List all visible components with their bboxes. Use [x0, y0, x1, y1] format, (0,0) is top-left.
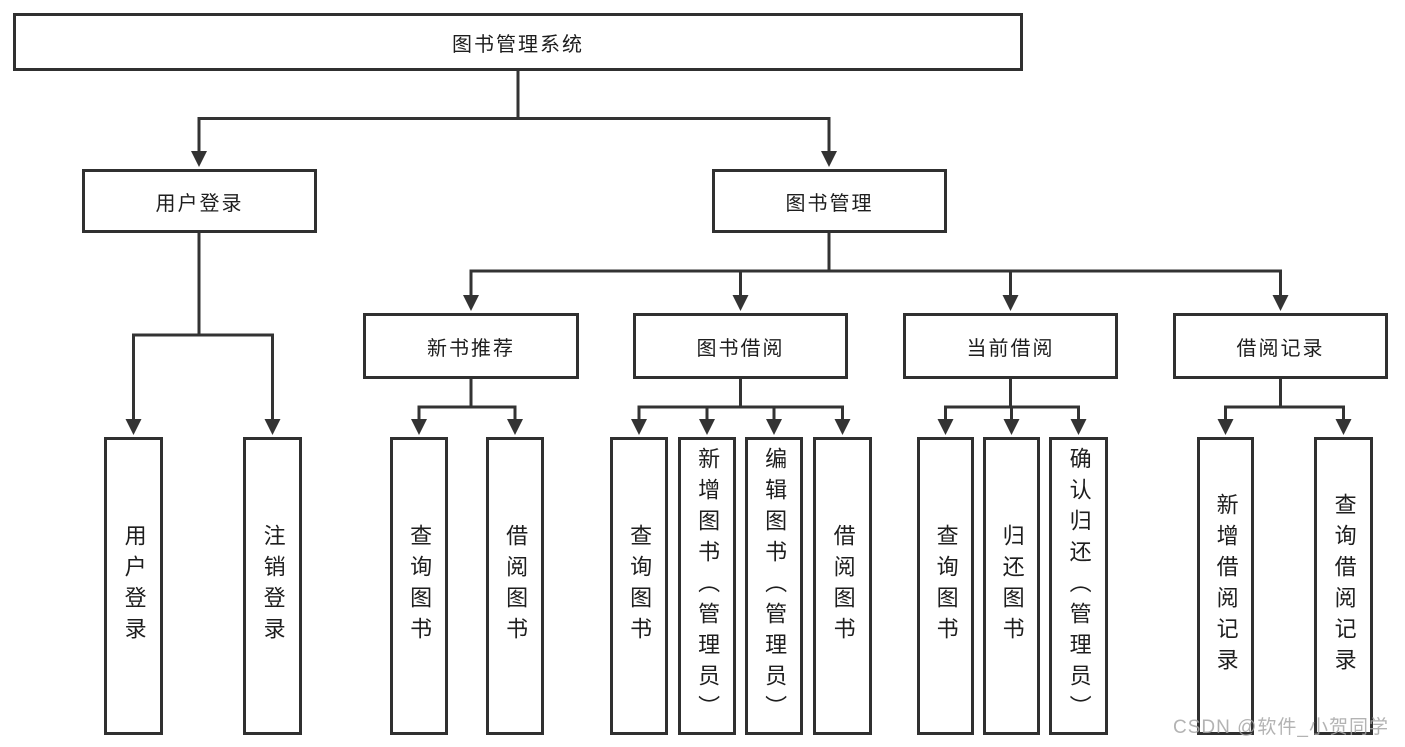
leaf-add-books-admin: 新增图书（管理员） — [678, 437, 736, 735]
connector-user-login-to-leaves — [125, 233, 281, 435]
leaf-borrow-books: 借阅图书 — [813, 437, 872, 735]
leaf-logout: 注销登录 — [243, 437, 302, 735]
connector-root-to-level2 — [191, 71, 837, 167]
connector-book-management-to-level3 — [463, 233, 1289, 311]
leaf-confirm-return-admin: 确认归还（管理员） — [1049, 437, 1108, 735]
leaf-query-borrow-record: 查询借阅记录 — [1314, 437, 1373, 735]
leaf-borrow-books-label: 借阅图书 — [830, 524, 856, 648]
leaf-query-books-recommend: 查询图书 — [390, 437, 448, 735]
leaf-logout-label: 注销登录 — [260, 524, 286, 648]
leaf-edit-books-admin: 编辑图书（管理员） — [745, 437, 803, 735]
leaf-borrow-books-recommend-label: 借阅图书 — [503, 524, 529, 648]
node-book-management: 图书管理 — [712, 169, 947, 233]
node-borrowing-records: 借阅记录 — [1173, 313, 1388, 379]
leaf-confirm-return-admin-label: 确认归还（管理员） — [1066, 446, 1092, 726]
leaf-query-books-current: 查询图书 — [917, 437, 974, 735]
connector-borrowing-records-to-leaves — [1217, 379, 1352, 435]
node-new-book-recommend-label: 新书推荐 — [427, 337, 515, 360]
leaf-borrow-books-recommend: 借阅图书 — [486, 437, 544, 735]
leaf-query-books-borrowing: 查询图书 — [610, 437, 668, 735]
node-user-login: 用户登录 — [82, 169, 317, 233]
connector-book-borrowing-to-leaves — [631, 379, 851, 435]
leaf-add-books-admin-label: 新增图书（管理员） — [695, 446, 721, 726]
node-book-management-label: 图书管理 — [785, 192, 874, 215]
leaf-user-login-label: 用户登录 — [121, 524, 147, 648]
leaf-query-books-borrowing-label: 查询图书 — [627, 524, 653, 648]
leaf-query-books-current-label: 查询图书 — [933, 524, 959, 648]
connector-new-book-to-leaves — [411, 379, 523, 435]
node-book-borrowing: 图书借阅 — [633, 313, 848, 379]
leaf-edit-books-admin-label: 编辑图书（管理员） — [762, 446, 788, 726]
leaf-query-books-recommend-label: 查询图书 — [407, 524, 433, 648]
node-root-system: 图书管理系统 — [13, 13, 1023, 71]
leaf-add-borrow-record: 新增借阅记录 — [1197, 437, 1254, 735]
node-borrowing-records-label: 借阅记录 — [1236, 337, 1325, 360]
leaf-add-borrow-record-label: 新增借阅记录 — [1213, 493, 1239, 679]
leaf-return-books: 归还图书 — [983, 437, 1040, 735]
node-current-borrowing: 当前借阅 — [903, 313, 1118, 379]
leaf-query-borrow-record-label: 查询借阅记录 — [1331, 493, 1357, 679]
node-user-login-label: 用户登录 — [155, 192, 244, 215]
node-root-system-label: 图书管理系统 — [452, 33, 584, 56]
leaf-user-login: 用户登录 — [104, 437, 163, 735]
leaf-return-books-label: 归还图书 — [999, 524, 1025, 648]
node-current-borrowing-label: 当前借阅 — [966, 337, 1055, 360]
node-book-borrowing-label: 图书借阅 — [696, 337, 785, 360]
connector-current-borrowing-to-leaves — [937, 379, 1087, 435]
node-new-book-recommend: 新书推荐 — [363, 313, 579, 379]
